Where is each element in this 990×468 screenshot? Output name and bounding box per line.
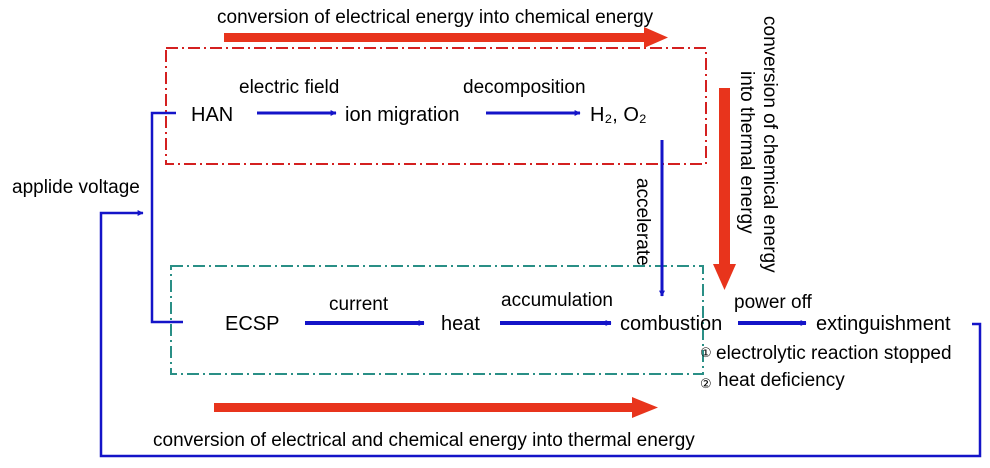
bottom-conversion-label: conversion of electrical and chemical en… bbox=[153, 430, 695, 451]
feedback-loop-line bbox=[99, 210, 982, 458]
accumulation-label: accumulation bbox=[501, 290, 613, 311]
node-ion-migration: ion migration bbox=[345, 104, 460, 126]
electric-field-label: electric field bbox=[239, 77, 339, 98]
voltage-bracket bbox=[150, 111, 183, 324]
top-red-arrow bbox=[224, 27, 668, 48]
applied-voltage-label: applide voltage bbox=[12, 177, 140, 198]
decomposition-label: decomposition bbox=[463, 77, 586, 98]
node-ecsp: ECSP bbox=[225, 313, 279, 335]
right-conversion-label: conversion of chemical energy into therm… bbox=[736, 16, 780, 273]
accelerate-label: accelerate bbox=[632, 178, 653, 266]
node-heat: heat bbox=[441, 313, 480, 335]
heating-region-box bbox=[170, 265, 704, 375]
marker-two: ② bbox=[700, 376, 712, 391]
node-han: HAN bbox=[191, 104, 233, 126]
right-conversion-line2: into thermal energy bbox=[736, 71, 757, 234]
bottom-red-arrow bbox=[214, 397, 658, 418]
node-extinguishment: extinguishment bbox=[816, 313, 951, 335]
right-conversion-line1: conversion of chemical energy bbox=[759, 16, 780, 273]
vertical-red-arrow bbox=[713, 88, 736, 290]
reason-2-label: heat deficiency bbox=[718, 370, 845, 391]
power-off-label: power off bbox=[734, 292, 813, 313]
reason-1-label: electrolytic reaction stopped bbox=[716, 343, 952, 364]
electrolysis-region-box bbox=[165, 47, 707, 165]
node-h2-o2: H₂, O₂ bbox=[590, 104, 647, 126]
current-label: current bbox=[329, 294, 389, 315]
node-combustion: combustion bbox=[620, 313, 722, 335]
top-conversion-label: conversion of electrical energy into che… bbox=[217, 7, 654, 28]
marker-one: ① bbox=[700, 345, 712, 360]
